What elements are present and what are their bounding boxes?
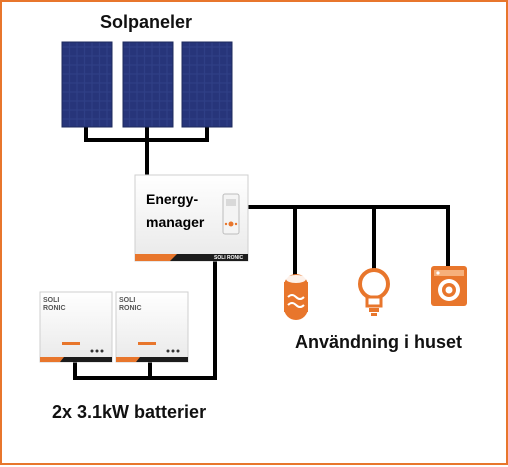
solar-panel-2 <box>122 41 174 128</box>
solar-panel-1 <box>61 41 113 128</box>
energy-manager-label-line2: manager <box>146 214 205 230</box>
solar-panels <box>61 41 233 128</box>
svg-text:SOLI: SOLI <box>119 297 135 304</box>
svg-text:RONIC: RONIC <box>119 305 142 312</box>
light-bulb-icon <box>358 268 390 316</box>
energy-manager-device <box>134 174 249 262</box>
svg-text:SOLI RONIC: SOLI RONIC <box>214 255 244 261</box>
svg-text:RONIC: RONIC <box>43 305 66 312</box>
energy-manager-label-line1: Energy- <box>146 191 199 207</box>
solar-panel-3 <box>181 41 233 128</box>
washing-machine-icon <box>431 266 467 306</box>
battery-unit-2 <box>115 291 189 363</box>
solar-panels-label: Solpaneler <box>100 12 193 32</box>
battery-bus <box>73 258 217 380</box>
energy-manager-label: Energy- manager <box>146 188 216 234</box>
svg-text:SOLI: SOLI <box>43 297 59 304</box>
wiring <box>73 125 450 380</box>
batteries-label: 2x 3.1kW batterier <box>52 402 207 422</box>
battery-unit-1 <box>39 291 113 363</box>
house-usage-label: Användning i huset <box>295 332 463 352</box>
brand-logo-manager: SOLI RONIC <box>214 255 244 261</box>
water-heater-icon <box>284 274 308 320</box>
